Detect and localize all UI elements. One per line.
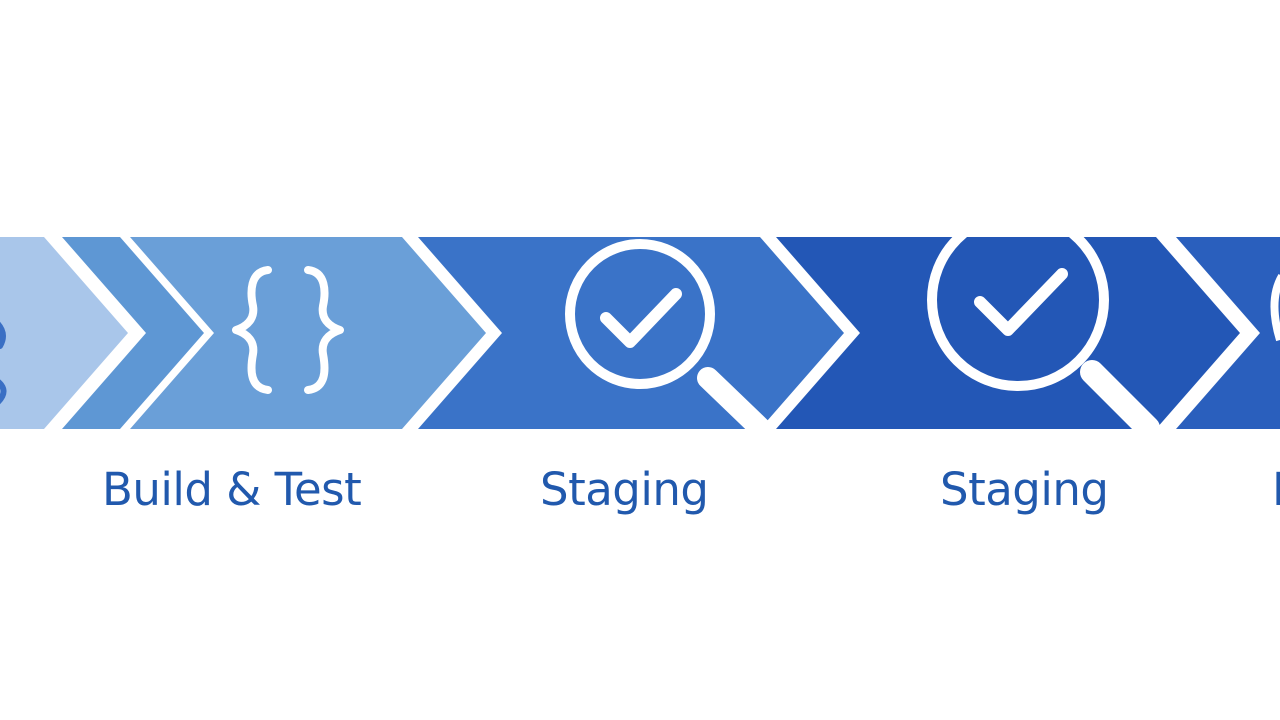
partial-icon	[0, 321, 7, 405]
stage-label-staging: Staging	[940, 463, 1109, 516]
stage-arrow-3	[130, 237, 486, 429]
stage-arrow-1	[0, 237, 128, 429]
stage-arrow-6	[1176, 237, 1280, 429]
magnifier-check-icon	[927, 209, 1160, 440]
stage-label-fragment: I	[1272, 463, 1280, 516]
stage-label-build-test: Build & Test	[102, 463, 362, 516]
stage-arrow-2	[62, 237, 204, 429]
curly-braces-icon	[232, 266, 344, 394]
magnifier-check-icon	[565, 239, 771, 439]
stage-label-staging: Staging	[540, 463, 709, 516]
